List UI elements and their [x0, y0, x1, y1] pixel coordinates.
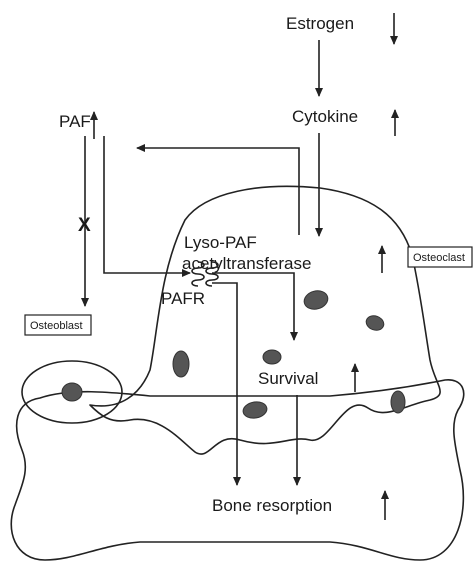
estrogen-label: Estrogen	[286, 14, 354, 33]
nucleus	[391, 391, 405, 413]
paf-to-pafr-arrow	[104, 136, 190, 273]
osteoclast-label: Osteoclast	[413, 252, 465, 264]
pafr-to-bone-resorption-arrow	[212, 283, 237, 485]
lyso-paf-label: Lyso-PAF	[184, 233, 257, 252]
block-mark: X	[78, 215, 91, 236]
pafr-label: PAFR	[161, 289, 205, 308]
cytokine-label: Cytokine	[292, 107, 358, 126]
bone-resorption-label: Bone resorption	[212, 496, 332, 515]
osteoblast-label: Osteoblast	[30, 320, 83, 332]
nucleus	[173, 351, 189, 377]
acetyltransferase-label: acetyltransferase	[182, 254, 311, 273]
osteoblast-nucleus	[62, 383, 82, 401]
nucleus	[364, 313, 386, 332]
survival-label: Survival	[258, 369, 318, 388]
paf-label: PAF	[59, 112, 91, 131]
acetyltransferase-to-paf-arrow	[137, 148, 299, 235]
nucleus	[263, 350, 281, 364]
nucleus	[302, 288, 330, 312]
nucleus	[242, 400, 268, 420]
